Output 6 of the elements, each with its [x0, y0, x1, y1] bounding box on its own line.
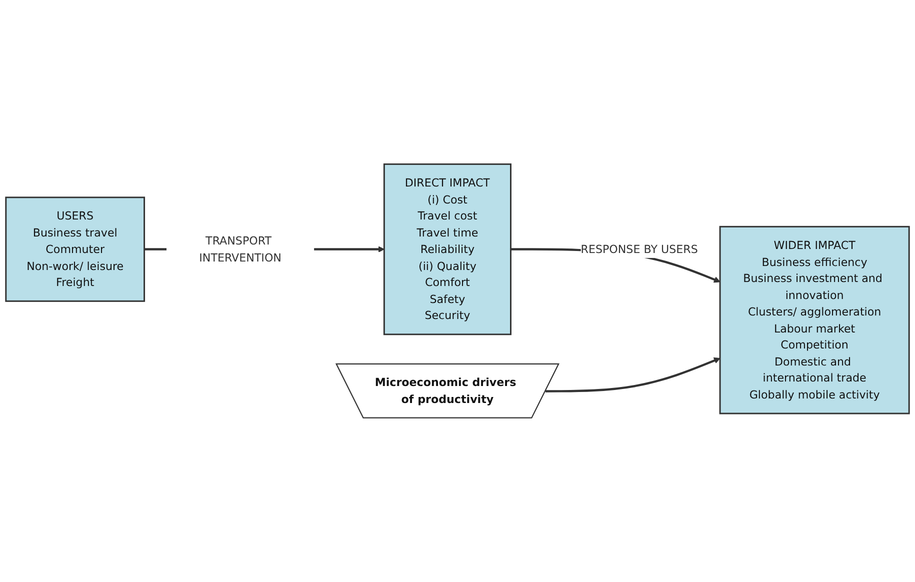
node-box: DIRECT IMPACT (i) Cost Travel cost Travel time Reliability (ii) Quality Comfort Safety Security — [383, 163, 512, 336]
node-box: USERS Business travel Commuter Non-work/ leisure Freight — [5, 196, 146, 302]
arrow — [545, 357, 720, 392]
edge-label: RESPONSE BY USERS — [580, 242, 698, 256]
edge-label: TRANSPORT INTERVENTION — [199, 234, 282, 264]
node-box: WIDER IMPACT Business efficiency Business investment and innovation Clusters/ agglomeration Labour market Competition Domestic and international trade Globally mobile activity — [719, 226, 910, 414]
